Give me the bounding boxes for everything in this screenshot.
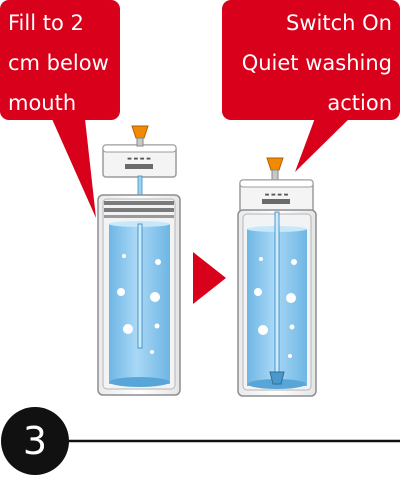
svg-text:▬ ▬ ▬ ▬: ▬ ▬ ▬ ▬ — [127, 156, 151, 162]
tube-washer-lid-closed: ▬ ▬ ▬ ▬ — [237, 157, 317, 397]
callout-right-line: action — [327, 91, 392, 115]
arrow-right-icon — [193, 252, 226, 304]
callout-left-line: cm below — [8, 51, 109, 75]
callout-right-line: Switch On — [286, 11, 392, 35]
tube-washer-lid-raised: ▬ ▬ ▬ ▬ — [97, 125, 181, 396]
callout-left-line: Fill to 2 — [8, 11, 84, 35]
callout-right-bubble — [222, 0, 400, 172]
callout-left-bubble — [0, 0, 120, 218]
svg-text:▬ ▬ ▬ ▬: ▬ ▬ ▬ ▬ — [265, 192, 289, 198]
callout-right-text: Switch On Quiet washing action — [224, 3, 392, 123]
callout-left-text: Fill to 2 cm below mouth — [8, 3, 120, 123]
callout-right-line: Quiet washing — [241, 51, 392, 75]
step-number-circle — [1, 407, 69, 475]
step-number: 3 — [22, 419, 48, 463]
callout-left-line: mouth — [8, 91, 77, 115]
